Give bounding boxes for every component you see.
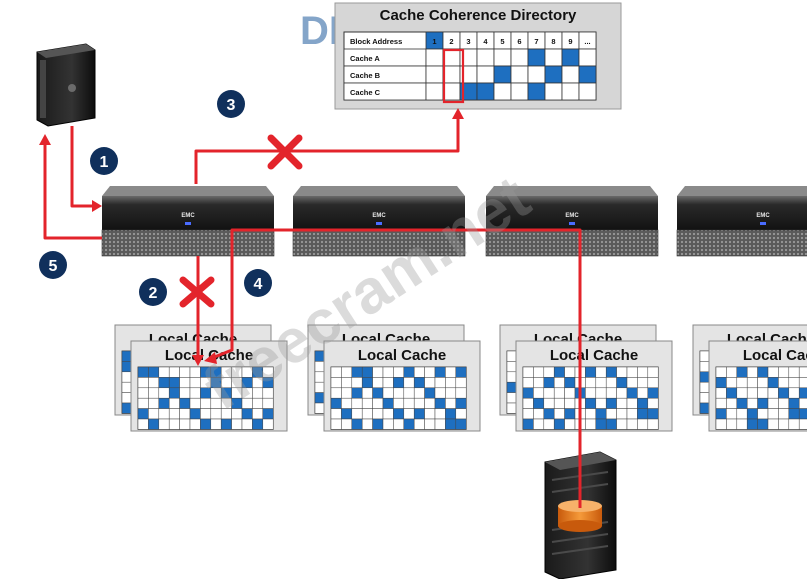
directory-column-label: 4 bbox=[483, 37, 488, 46]
directory-row-label: Cache A bbox=[350, 54, 380, 63]
local-cache-card: Local Cache bbox=[515, 340, 673, 432]
directory-header-label: Block Address bbox=[350, 37, 402, 46]
directory-column-label: 2 bbox=[449, 37, 453, 46]
local-cache-label: Local Cache bbox=[743, 347, 807, 364]
director-engine: EMC bbox=[292, 186, 466, 257]
directory-cell bbox=[578, 82, 597, 101]
directory-cell bbox=[510, 82, 529, 101]
step-number: 5 bbox=[49, 258, 58, 275]
local-cache-card: Local Cache bbox=[708, 340, 807, 432]
x-mark-icon bbox=[267, 134, 303, 170]
directory-cell bbox=[476, 82, 495, 101]
directory-title: Cache Coherence Directory bbox=[380, 7, 577, 24]
directory-column-label: ... bbox=[584, 37, 590, 46]
flow-arrows bbox=[39, 108, 582, 508]
directory-cell bbox=[425, 48, 444, 67]
local-cache-card: Local Cache bbox=[323, 340, 481, 432]
step-badges: 1 2 3 4 5 bbox=[39, 90, 272, 306]
directory-cell bbox=[442, 48, 461, 67]
step-badge-2: 2 bbox=[139, 278, 167, 306]
directory-cell bbox=[493, 82, 512, 101]
arrow-step-3 bbox=[194, 117, 460, 184]
directory-column-label: 7 bbox=[534, 37, 538, 46]
engine-label: EMC bbox=[565, 213, 579, 219]
director-engine: EMC bbox=[485, 186, 659, 257]
directory-cell bbox=[544, 48, 563, 67]
directory-cell bbox=[510, 48, 529, 67]
step-badge-1: 1 bbox=[90, 147, 118, 175]
directory-row-label: Cache B bbox=[350, 71, 381, 80]
directory-cell bbox=[442, 82, 461, 101]
step-number: 2 bbox=[149, 285, 158, 302]
step-badge-5: 5 bbox=[39, 251, 67, 279]
directory-cell bbox=[527, 65, 546, 84]
directory-cell bbox=[544, 65, 563, 84]
local-cache-label: Local Cache bbox=[358, 347, 446, 364]
directory-cell bbox=[510, 65, 529, 84]
x-mark-icon bbox=[179, 276, 215, 308]
arrowhead-icon bbox=[204, 352, 217, 364]
director-engine: EMC bbox=[676, 186, 807, 257]
directory-cell bbox=[476, 65, 495, 84]
directory-cell bbox=[493, 65, 512, 84]
arrowhead-icon bbox=[192, 355, 204, 366]
directory-cell bbox=[425, 82, 444, 101]
host-server-icon bbox=[36, 43, 96, 127]
directory-cell bbox=[527, 48, 546, 67]
directory-cell bbox=[544, 82, 563, 101]
arrowhead-icon bbox=[39, 134, 51, 145]
engine-label: EMC bbox=[181, 213, 195, 219]
local-cache-label: Local Cache bbox=[550, 347, 638, 364]
directory-column-label: 3 bbox=[466, 37, 470, 46]
arrowhead-icon bbox=[452, 108, 464, 119]
directory-cell bbox=[527, 82, 546, 101]
arrowhead-icon bbox=[92, 200, 102, 212]
directory-cell bbox=[561, 65, 580, 84]
local-cache-card: Local Cache bbox=[130, 340, 288, 432]
engine-label: EMC bbox=[756, 213, 770, 219]
directory-cell bbox=[561, 48, 580, 67]
directory-cell bbox=[578, 48, 597, 67]
engine-label: EMC bbox=[372, 213, 386, 219]
directory-highlight-column bbox=[442, 48, 465, 104]
step-badge-3: 3 bbox=[217, 90, 245, 118]
directory-column-label: 9 bbox=[568, 37, 572, 46]
step-number: 1 bbox=[100, 154, 109, 171]
directory-cell bbox=[476, 48, 495, 67]
arrow-step-5 bbox=[43, 142, 102, 240]
cache-coherence-directory: Cache Coherence Directory Block Address 1… bbox=[334, 2, 622, 110]
directory-cell bbox=[578, 65, 597, 84]
directory-column-label: 8 bbox=[551, 37, 555, 46]
director-engine: EMC bbox=[101, 186, 275, 257]
directory-table: Block Address 1 2 3 4 5 6 7 8 9... Cache A Cache B C… bbox=[343, 31, 597, 104]
arrow-step-1 bbox=[70, 126, 95, 208]
step-number: 4 bbox=[254, 276, 263, 293]
step-number: 3 bbox=[227, 97, 236, 114]
directory-cell bbox=[442, 65, 461, 84]
arrow-step-4 bbox=[211, 228, 582, 508]
directory-cell bbox=[561, 82, 580, 101]
step-badge-4: 4 bbox=[244, 269, 272, 297]
directory-column-label: 1 bbox=[432, 37, 436, 46]
directory-cell bbox=[425, 65, 444, 84]
director-engines: EMC EMC EMC EMC bbox=[101, 186, 807, 257]
directory-column-label: 6 bbox=[517, 37, 521, 46]
directory-column-label: 5 bbox=[500, 37, 504, 46]
directory-row-label: Cache C bbox=[350, 88, 381, 97]
directory-cell bbox=[493, 48, 512, 67]
